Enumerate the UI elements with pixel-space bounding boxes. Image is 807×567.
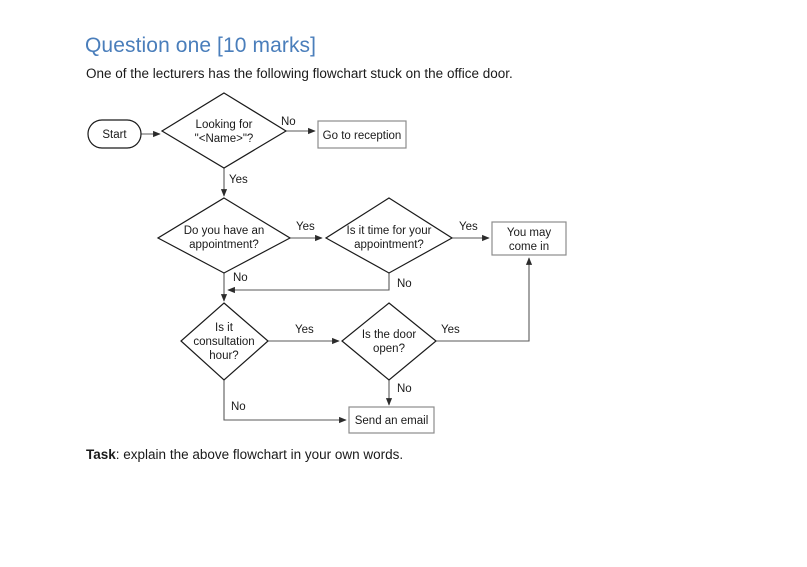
node-time-for-appointment[interactable]: Is it time for your appointment? (324, 197, 454, 274)
start-terminator-shape (87, 119, 142, 149)
time-for-appointment-label-line1: Is it time for your (347, 225, 432, 237)
node-have-appointment[interactable]: Do you have an appointment? (156, 197, 292, 274)
looking-for-label-line1: Looking for (196, 119, 253, 131)
edge-label-consultation-no: No (231, 401, 246, 413)
edge-label-appointment-no: No (233, 272, 248, 284)
node-send-an-email[interactable]: Send an email (348, 406, 435, 434)
consultation-hour-decision-shape (180, 302, 269, 381)
edge-label-time-yes: Yes (459, 221, 478, 233)
looking-for-label-line2: "<Name>"? (195, 133, 254, 145)
node-go-to-reception[interactable]: Go to reception (317, 120, 407, 149)
edge-label-looking-no: No (281, 116, 296, 128)
edge-consultation-no-email (223, 380, 347, 424)
consultation-hour-label-line3: hour? (209, 350, 238, 362)
have-appointment-decision-shape (156, 197, 292, 274)
node-you-may-come-in[interactable]: You may come in (491, 221, 567, 256)
have-appointment-label-line1: Do you have an (184, 225, 265, 237)
door-open-decision-shape (341, 302, 437, 381)
you-may-come-in-label-line2: come in (509, 241, 549, 253)
node-start[interactable]: Start (87, 119, 142, 149)
task-paragraph: Task: explain the above flowchart in you… (86, 447, 403, 462)
door-open-label-line1: Is the door (362, 329, 417, 341)
node-door-open[interactable]: Is the door open? (341, 302, 437, 381)
edge-time-no-left (227, 272, 390, 294)
time-for-appointment-decision-shape (324, 197, 454, 274)
edge-label-layer: No Yes Yes No Yes No Yes No Yes No (229, 116, 478, 413)
consultation-hour-label-line2: consultation (193, 336, 254, 348)
door-open-label-line2: open? (373, 343, 405, 355)
task-label: Task (86, 447, 116, 462)
you-may-come-in-box-shape (491, 221, 567, 256)
edge-label-consultation-yes: Yes (295, 324, 314, 336)
task-text: : explain the above flowchart in your ow… (115, 447, 404, 462)
edge-label-time-no: No (397, 278, 412, 290)
edge-label-appointment-yes: Yes (296, 221, 315, 233)
edge-door-yes-comein (436, 257, 533, 342)
time-for-appointment-label-line2: appointment? (354, 239, 424, 251)
node-consultation-hour[interactable]: Is it consultation hour? (180, 302, 269, 381)
you-may-come-in-label-line1: You may (507, 227, 552, 239)
node-looking-for[interactable]: Looking for "<Name>"? (160, 92, 288, 169)
start-label: Start (102, 129, 127, 141)
intro-paragraph: One of the lecturers has the following f… (86, 66, 513, 81)
connector-layer: Go to reception --> Do you have an appoi… (141, 127, 533, 424)
go-to-reception-label: Go to reception (323, 130, 402, 142)
looking-for-decision-shape (160, 92, 288, 169)
have-appointment-label-line2: appointment? (189, 239, 259, 251)
send-an-email-box-shape (348, 406, 435, 434)
consultation-hour-label-line1: Is it (215, 322, 234, 334)
edge-label-door-no: No (397, 383, 412, 395)
go-to-reception-box-shape (317, 120, 407, 149)
page-title: Question one [10 marks] (85, 34, 317, 57)
edge-label-looking-yes: Yes (229, 174, 248, 186)
send-an-email-label: Send an email (355, 415, 429, 427)
edge-label-door-yes: Yes (441, 324, 460, 336)
